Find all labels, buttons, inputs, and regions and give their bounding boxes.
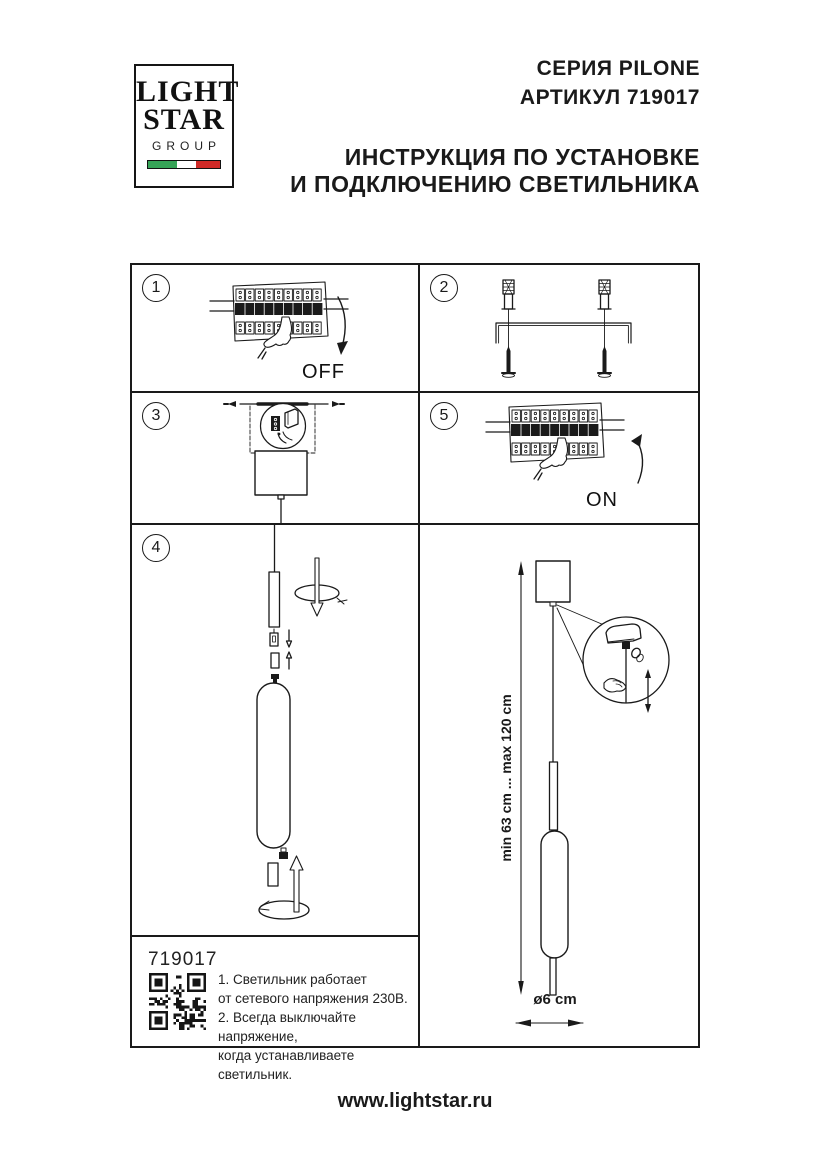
- info-panel: 719017 1. Светильник работает от сетевог…: [132, 937, 420, 1082]
- instruction-title-line2: И ПОДКЛЮЧЕНИЮ СВЕТИЛЬНИКА: [290, 171, 700, 197]
- diameter-dimension-line: [515, 1019, 584, 1027]
- suspension-rod: [268, 571, 281, 628]
- step3-panel: 3: [132, 393, 420, 525]
- rotate-insert-icon: [294, 557, 348, 617]
- logo-word-light: LIGHT: [136, 75, 240, 108]
- arrow-up-icon: [631, 434, 644, 484]
- small-arrow-up-icon: [285, 651, 293, 670]
- breaker-off-drawing: [209, 281, 349, 360]
- qr-code: [149, 973, 206, 1030]
- canopy-wiring-drawing: [223, 401, 345, 523]
- pendant-lamp-drawing: [515, 560, 670, 1027]
- lamp-body: [540, 830, 569, 959]
- instruction-grid: 1 OFF: [130, 263, 700, 1082]
- screw-icon: [501, 346, 516, 378]
- canopy-box: [535, 560, 571, 603]
- safety-note-line: когда устанавливаете светильник.: [218, 1048, 355, 1082]
- logo-word-group: GROUP: [151, 139, 221, 153]
- lightstar-logo: LIGHT STAR GROUP: [134, 64, 240, 188]
- bottom-rod: [549, 957, 557, 996]
- hand-icon: [603, 677, 627, 693]
- flag-white: [176, 161, 196, 168]
- step5-number: 5: [430, 402, 458, 430]
- diameter-label: ø6 cm: [533, 991, 577, 1008]
- article-code: 719017: [148, 949, 218, 970]
- side-screw-icon: [223, 401, 236, 407]
- on-label: ON: [586, 489, 618, 511]
- header: СЕРИЯ PILONE АРТИКУЛ 719017 ИНСТРУКЦИЯ П…: [290, 57, 700, 198]
- website-url: www.lightstar.ru: [337, 1090, 493, 1112]
- dimension-panel: min 63 cm ... max 120 cm ø6 cm: [420, 525, 698, 1046]
- wall-anchor-icon: [597, 279, 612, 310]
- safety-note-line: 2. Всегда выключайте напряжение,: [218, 1010, 356, 1044]
- terminal-block-icon: [271, 408, 299, 444]
- step4-panel: 4: [132, 525, 420, 937]
- adjust-arrow-icon: [645, 669, 651, 713]
- flag-red: [195, 161, 220, 168]
- italian-flag-bar: [147, 160, 221, 169]
- safety-note-line: 1. Светильник работает: [218, 972, 367, 987]
- off-label: OFF: [302, 361, 345, 383]
- breaker-on-drawing: [485, 402, 644, 484]
- step3-number: 3: [142, 402, 170, 430]
- step2-number: 2: [430, 274, 458, 302]
- arrow-up-icon: [289, 855, 304, 913]
- small-arrow-down-icon: [285, 629, 293, 648]
- step1-number: 1: [142, 274, 170, 302]
- step5-panel: 5 ON: [420, 393, 698, 525]
- series-title: СЕРИЯ PILONE: [536, 57, 700, 80]
- instruction-title-line1: ИНСТРУКЦИЯ ПО УСТАНОВКЕ: [344, 144, 700, 170]
- lamp-body: [256, 682, 291, 849]
- screw-icon: [597, 346, 612, 378]
- hand-icon: [533, 437, 569, 481]
- wall-anchor-icon: [501, 279, 516, 310]
- instruction-title: ИНСТРУКЦИЯ ПО УСТАНОВКЕ И ПОДКЛЮЧЕНИЮ СВ…: [290, 144, 700, 198]
- height-dimension-line: [518, 561, 524, 995]
- suspension-rod: [548, 761, 559, 831]
- assembly-drawing: [256, 525, 348, 920]
- mounting-parts-drawing: [495, 279, 632, 378]
- connector-piece: [270, 652, 280, 669]
- breaker-row-icon: [511, 409, 599, 456]
- height-range-label: min 63 cm ... max 120 cm: [498, 694, 514, 862]
- breaker-row-icon: [235, 288, 323, 335]
- mounting-bracket-icon: [495, 322, 632, 344]
- logo-word-star: STAR: [143, 103, 225, 136]
- hand-icon: [257, 316, 293, 360]
- canopy-box: [254, 450, 308, 496]
- flag-green: [148, 161, 177, 168]
- cable-lock-detail: [603, 623, 651, 713]
- step4-number: 4: [142, 534, 170, 562]
- side-screw-icon: [332, 401, 345, 407]
- safety-note-line: от сетевого напряжения 230В.: [218, 991, 408, 1006]
- article-number: АРТИКУЛ 719017: [519, 86, 700, 109]
- arrow-down-icon: [337, 296, 348, 355]
- connector-piece: [269, 632, 279, 647]
- safety-notes: 1. Светильник работает от сетевого напря…: [218, 970, 418, 1084]
- step2-panel: 2: [420, 265, 698, 393]
- rotate-icon: [258, 900, 310, 920]
- step1-panel: 1 OFF: [132, 265, 420, 393]
- end-cap: [267, 862, 279, 887]
